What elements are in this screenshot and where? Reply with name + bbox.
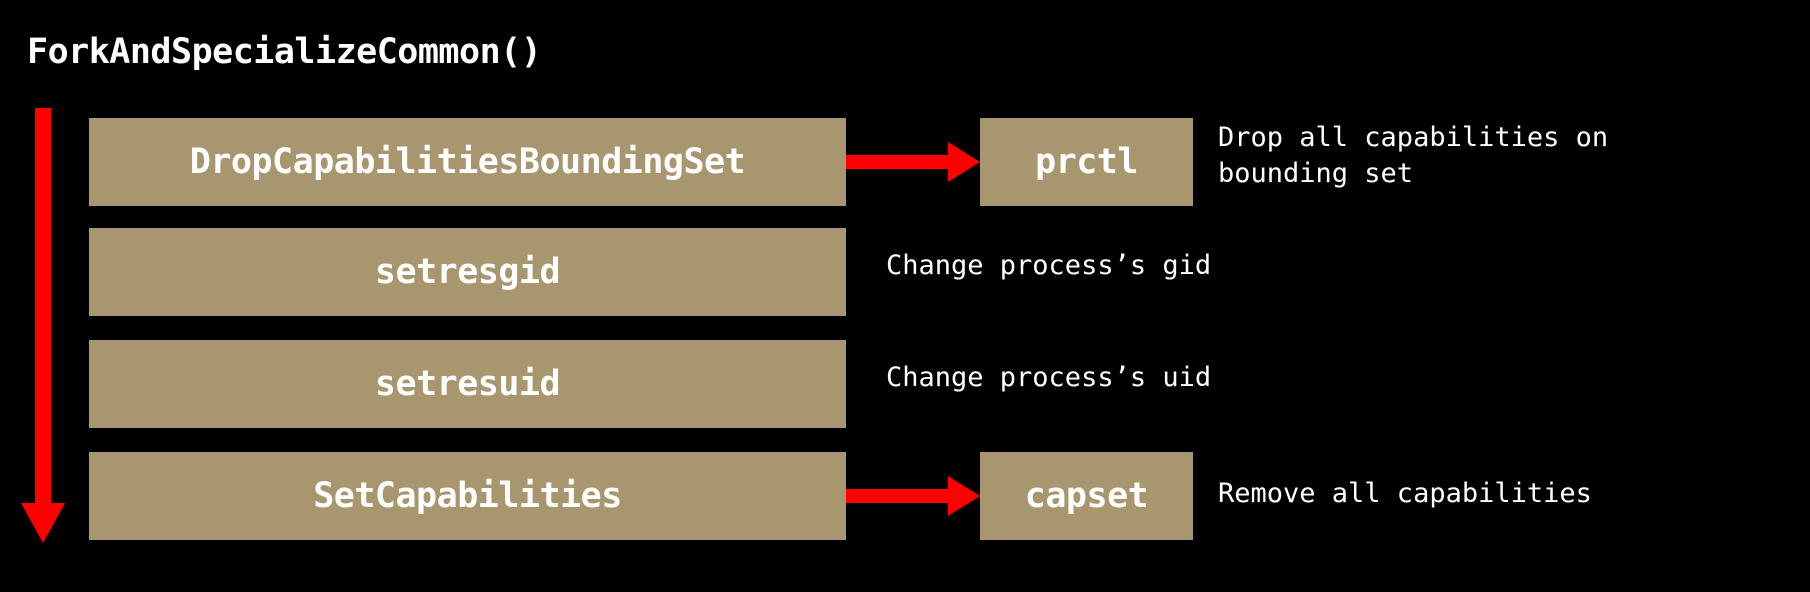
step-box-setresgid[interactable]: setresgid	[89, 228, 846, 316]
step-box-setresuid[interactable]: setresuid	[89, 340, 846, 428]
syscall-label: prctl	[1035, 142, 1138, 182]
syscall-box-prctl[interactable]: prctl	[980, 118, 1193, 206]
syscall-arrow-shaft-capset	[846, 489, 954, 503]
page-title: ForkAndSpecializeCommon()	[27, 32, 542, 72]
syscall-arrow-head-icon-capset	[948, 476, 980, 516]
step-label: setresuid	[374, 364, 561, 404]
step-label: SetCapabilities	[313, 476, 622, 516]
execution-flow-arrow-shaft	[35, 108, 51, 508]
step-box-drop-capabilities-bounding-set[interactable]: DropCapabilitiesBoundingSet	[89, 118, 846, 206]
annotation-drop-capabilities: Drop all capabilities on bounding set	[1218, 122, 1609, 189]
step-box-set-capabilities[interactable]: SetCapabilities	[89, 452, 846, 540]
syscall-arrow-shaft-prctl	[846, 155, 954, 169]
annotation-setresgid: Change process’s gid	[886, 250, 1212, 281]
annotation-set-capabilities: Remove all capabilities	[1218, 478, 1592, 509]
step-label: DropCapabilitiesBoundingSet	[189, 142, 746, 182]
execution-flow-arrow-head-icon	[21, 503, 65, 543]
syscall-arrow-head-icon-prctl	[948, 142, 980, 182]
step-label: setresgid	[374, 252, 561, 292]
syscall-label: capset	[1024, 476, 1149, 516]
syscall-box-capset[interactable]: capset	[980, 452, 1193, 540]
annotation-setresuid: Change process’s uid	[886, 362, 1212, 393]
